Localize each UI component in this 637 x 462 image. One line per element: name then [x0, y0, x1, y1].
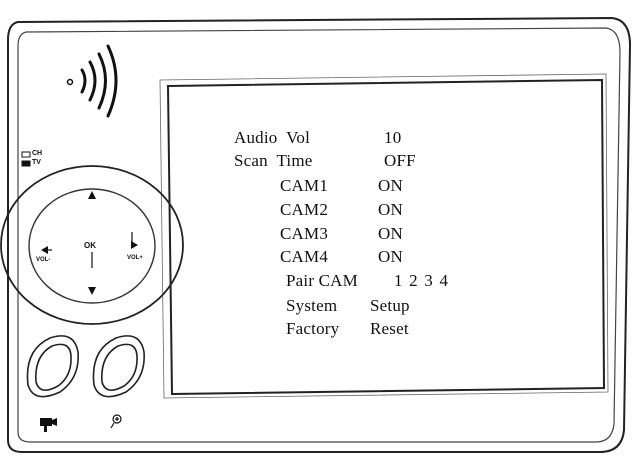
menu-label: System — [286, 296, 338, 315]
menu-value: 10 — [384, 128, 402, 147]
menu-row-factory[interactable]: Factory Reset — [286, 319, 409, 395]
menu-label: Pair CAM — [286, 271, 358, 290]
screen-bezel — [159, 73, 609, 399]
zoom-icon — [110, 414, 122, 429]
device-inner-rim — [17, 27, 621, 443]
menu-value: ON — [378, 224, 403, 243]
menu-row-cam1[interactable]: CAM1 ON — [280, 176, 403, 252]
menu-value: Reset — [370, 319, 409, 338]
dpad-down-arrow-icon[interactable] — [88, 287, 96, 295]
dpad-right-arrow-icon[interactable] — [131, 232, 138, 249]
menu-row-scan-time[interactable]: Scan Time OFF — [234, 151, 416, 227]
menu-value: Setup — [370, 296, 410, 315]
dpad-vol-plus-label[interactable]: VOL+ — [127, 255, 143, 261]
indicator-tv-label: TV — [32, 159, 41, 166]
menu-label: CAM1 — [280, 176, 329, 195]
menu-value: ON — [378, 176, 403, 195]
dpad-ok-label[interactable]: OK — [84, 241, 96, 250]
menu-row-system[interactable]: System Setup — [286, 296, 410, 372]
dpad-vol-minus-label[interactable]: VOL- — [36, 257, 51, 263]
menu-label: CAM4 — [280, 247, 329, 266]
menu-value: 1 2 3 4 — [394, 271, 449, 290]
menu-label: Scan Time — [234, 151, 313, 170]
camera-icon — [40, 418, 57, 432]
screen-frame — [166, 78, 606, 396]
menu-row-cam4[interactable]: CAM4 ON — [280, 247, 403, 323]
menu-value: ON — [378, 200, 403, 219]
right-bottom-button[interactable] — [92, 335, 145, 398]
menu-row-audio-vol[interactable]: Audio Vol 10 — [234, 128, 401, 204]
menu-label: Audio Vol — [234, 128, 311, 147]
dpad-up-arrow-icon[interactable] — [88, 191, 96, 199]
menu-row-cam3[interactable]: CAM3 ON — [280, 224, 403, 300]
indicator-tv — [21, 160, 31, 167]
menu-row-cam2[interactable]: CAM2 ON — [280, 200, 403, 276]
wireless-signal-icon — [66, 44, 118, 118]
menu-row-pair-cam[interactable]: Pair CAM 1 2 3 4 — [286, 271, 448, 347]
menu-label: CAM3 — [280, 224, 329, 243]
device-outer-shell — [7, 16, 632, 453]
indicator-ch — [21, 151, 31, 158]
menu-value: ON — [378, 247, 403, 266]
menu-value: OFF — [384, 151, 416, 170]
indicator-ch-label: CH — [32, 150, 43, 157]
menu-label: CAM2 — [280, 200, 329, 219]
dpad-left-arrow-icon[interactable] — [41, 246, 52, 254]
dpad[interactable] — [0, 165, 184, 325]
menu-label: Factory — [286, 319, 340, 338]
left-bottom-button[interactable] — [26, 335, 79, 398]
